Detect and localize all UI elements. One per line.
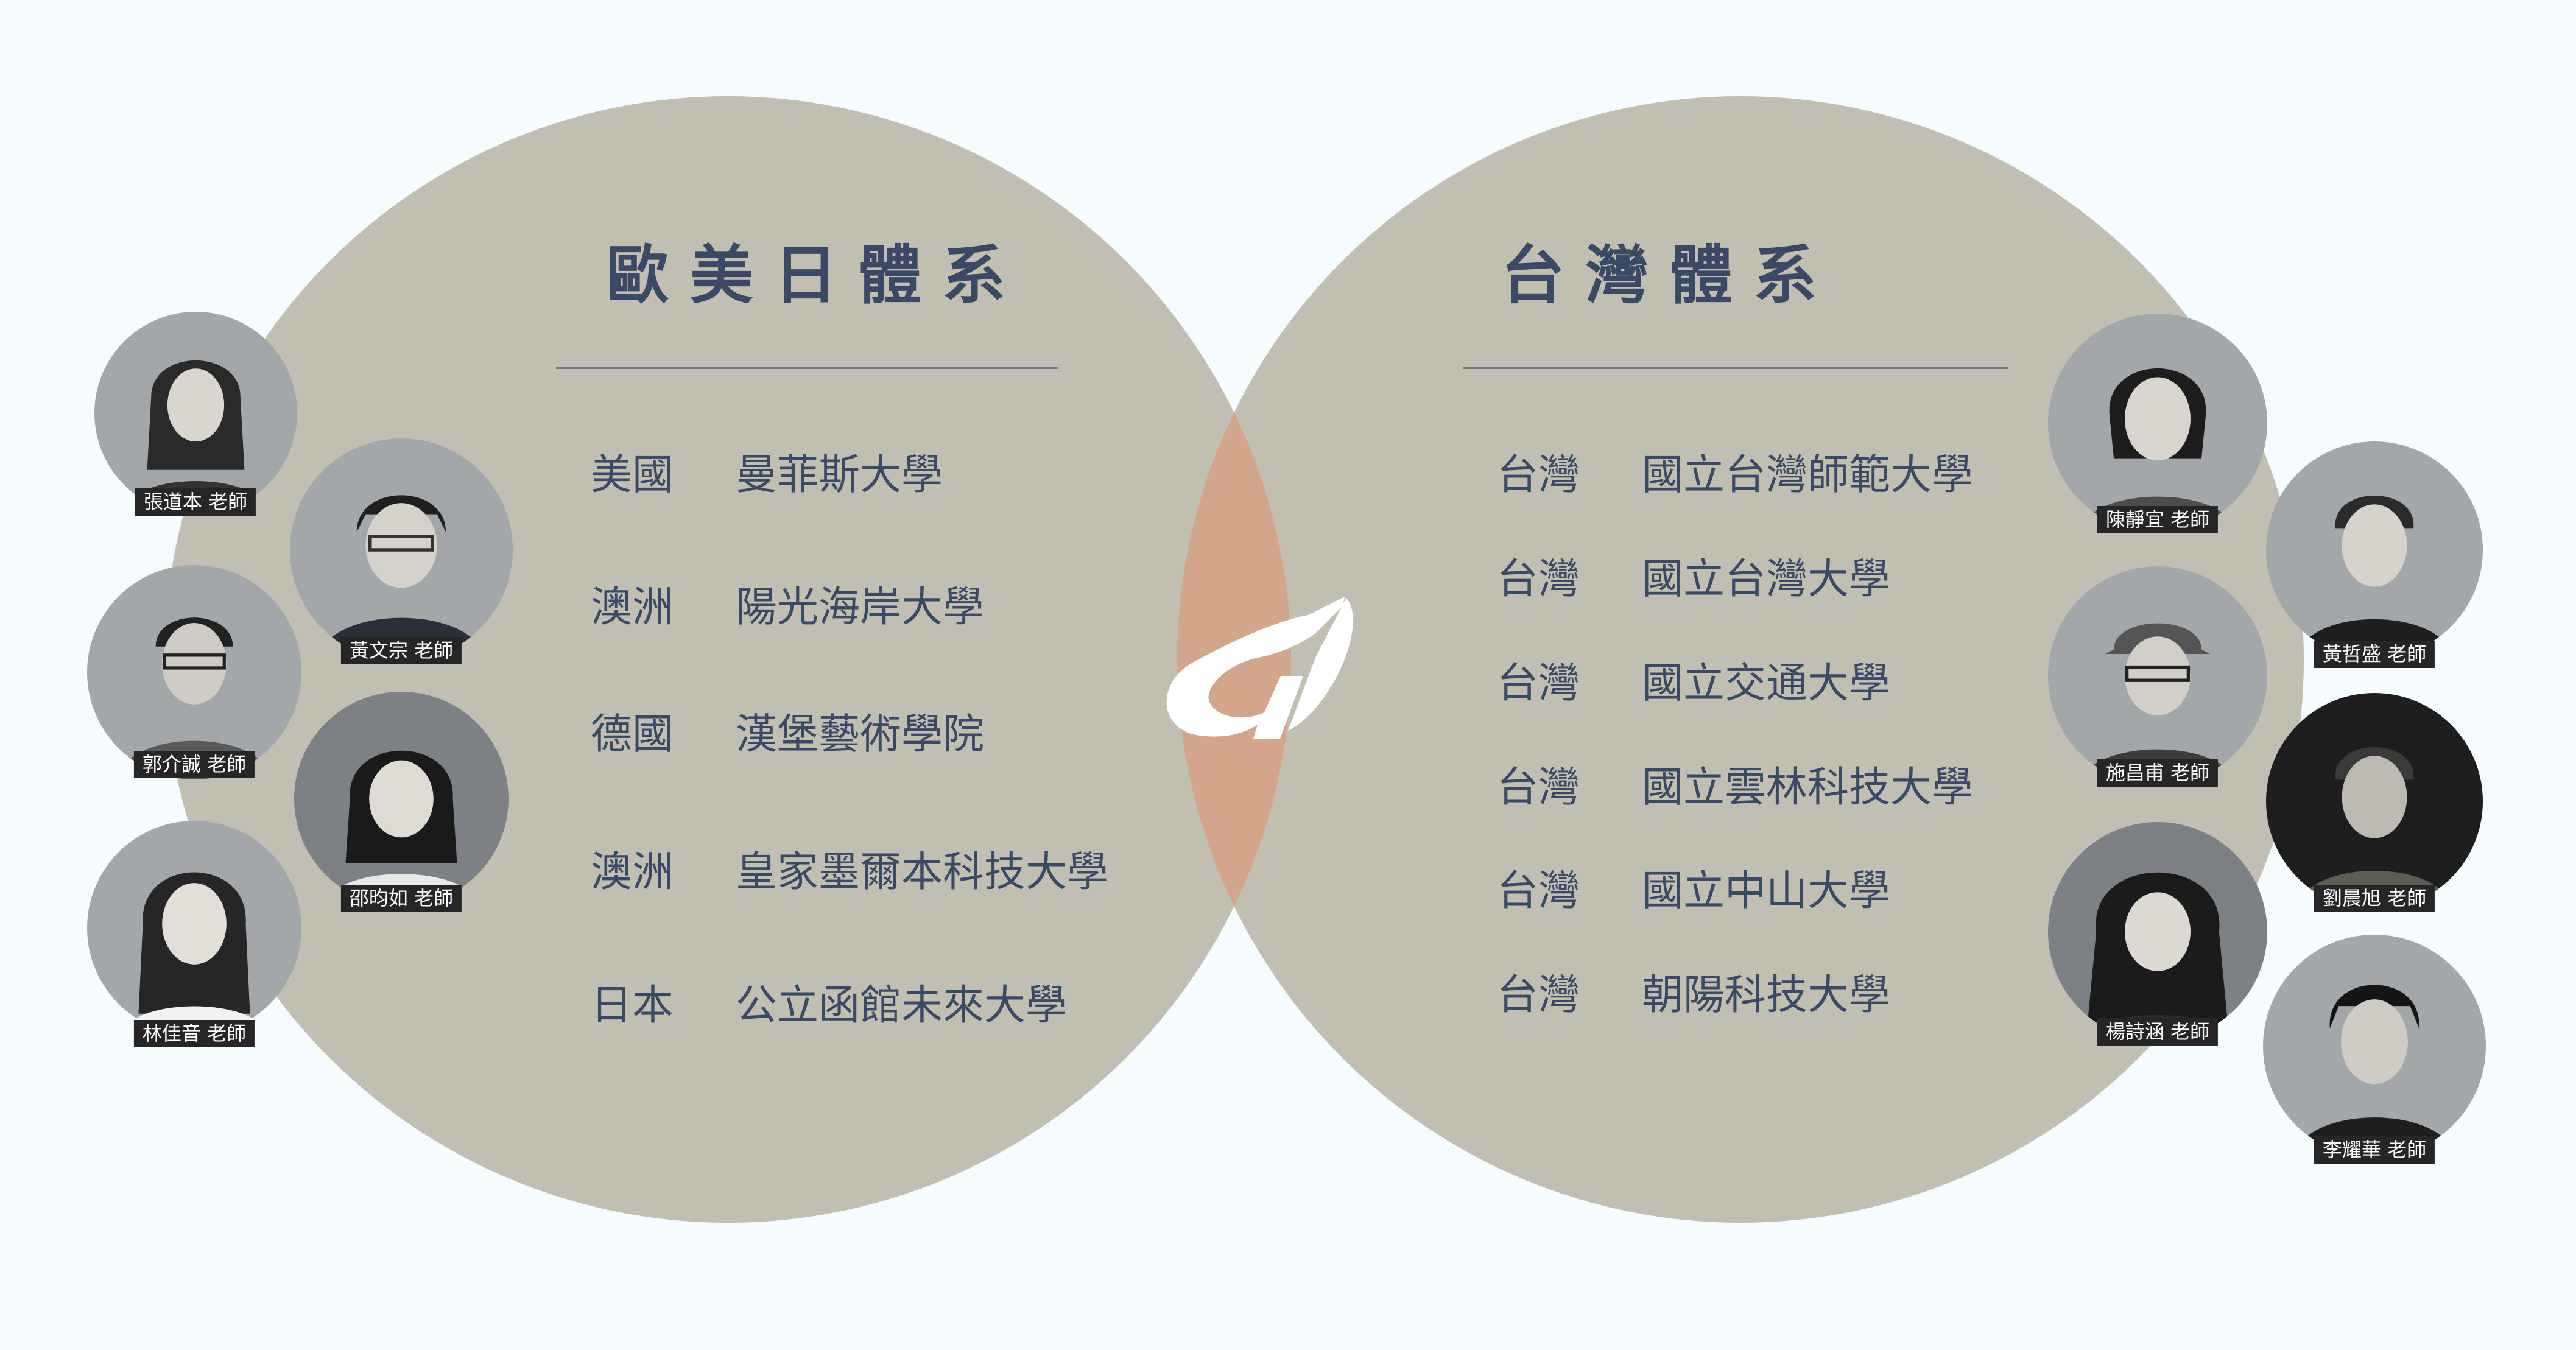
teacher-photo-icon: [294, 692, 509, 906]
teacher-photo-icon: [2048, 314, 2267, 533]
school-label: 朝陽科技大學: [1642, 971, 1891, 1019]
country-label: 台灣: [1497, 659, 1580, 708]
teacher-photo-icon: [87, 821, 301, 1035]
teacher-photo-icon: [2266, 441, 2483, 658]
school-label: 公立函館未來大學: [736, 982, 1068, 1030]
school-row: 美國 曼菲斯大學: [591, 455, 943, 496]
school-label: 陽光海岸大學: [736, 583, 985, 631]
school-label: 國立雲林科技大學: [1642, 764, 1974, 812]
teacher-name-tag: 施昌甫 老師: [2097, 759, 2219, 787]
school-row: 德國 漢堡藝術學院: [591, 714, 984, 756]
teacher-photo-icon: [290, 438, 513, 661]
teacher-name-tag: 郭介誠 老師: [133, 751, 255, 778]
teacher-name-tag: 林佳音 老師: [133, 1020, 255, 1047]
right-title-divider: [1463, 367, 2008, 369]
right-circle: [1177, 96, 2304, 1223]
school-row: 台灣 國立台灣師範大學: [1497, 455, 1973, 496]
country-label: 台灣: [1497, 555, 1580, 603]
school-label: 國立台灣師範大學: [1642, 451, 1974, 499]
teacher-name-tag: 黃文宗 老師: [340, 637, 462, 664]
teacher-name-tag: 黃哲盛 老師: [2314, 641, 2435, 668]
school-label: 國立交通大學: [1642, 659, 1891, 708]
country-label: 台灣: [1497, 867, 1580, 915]
teacher-name-tag: 陳靜宜 老師: [2097, 506, 2219, 533]
school-row: 澳洲 皇家墨爾本科技大學: [591, 852, 1108, 893]
school-row: 台灣 國立雲林科技大學: [1497, 767, 1973, 809]
country-label: 澳洲: [591, 583, 674, 631]
teacher-name-tag: 張道本 老師: [135, 488, 256, 516]
teacher-photo-icon: [94, 312, 297, 515]
left-group-title: 歐美日體系: [606, 238, 1027, 312]
country-label: 日本: [591, 982, 674, 1030]
teacher-photo-icon: [2048, 822, 2267, 1041]
school-row: 台灣 國立交通大學: [1497, 663, 1890, 705]
teacher-photo-icon: [2263, 935, 2486, 1158]
country-label: 美國: [591, 451, 674, 499]
school-row: 台灣 朝陽科技大學: [1497, 975, 1890, 1016]
country-label: 澳洲: [591, 848, 674, 896]
teacher-name-tag: 楊詩涵 老師: [2097, 1018, 2219, 1046]
school-label: 漢堡藝術學院: [736, 711, 985, 759]
school-row: 日本 公立函館未來大學: [591, 985, 1067, 1027]
school-row: 澳洲 陽光海岸大學: [591, 587, 984, 628]
school-label: 國立中山大學: [1642, 867, 1891, 915]
country-label: 台灣: [1497, 764, 1580, 812]
teacher-photo-icon: [2048, 566, 2267, 786]
country-label: 台灣: [1497, 451, 1580, 499]
brand-logo-icon: [1166, 597, 1353, 739]
country-label: 德國: [591, 711, 674, 759]
school-row: 台灣 國立台灣大學: [1497, 559, 1890, 600]
teacher-photo-icon: [2266, 693, 2483, 910]
school-label: 曼菲斯大學: [736, 451, 943, 499]
school-label: 皇家墨爾本科技大學: [736, 848, 1109, 896]
school-row: 台灣 國立中山大學: [1497, 871, 1890, 912]
teacher-photo-icon: [87, 565, 301, 779]
teacher-name-tag: 邵昀如 老師: [340, 885, 462, 912]
teacher-name-tag: 劉晨旭 老師: [2314, 885, 2435, 912]
left-circle: [164, 96, 1291, 1223]
country-label: 台灣: [1497, 971, 1580, 1019]
left-title-divider: [556, 367, 1058, 369]
teacher-name-tag: 李耀華 老師: [2314, 1136, 2435, 1164]
school-label: 國立台灣大學: [1642, 555, 1891, 603]
right-group-title: 台灣體系: [1501, 238, 1838, 312]
